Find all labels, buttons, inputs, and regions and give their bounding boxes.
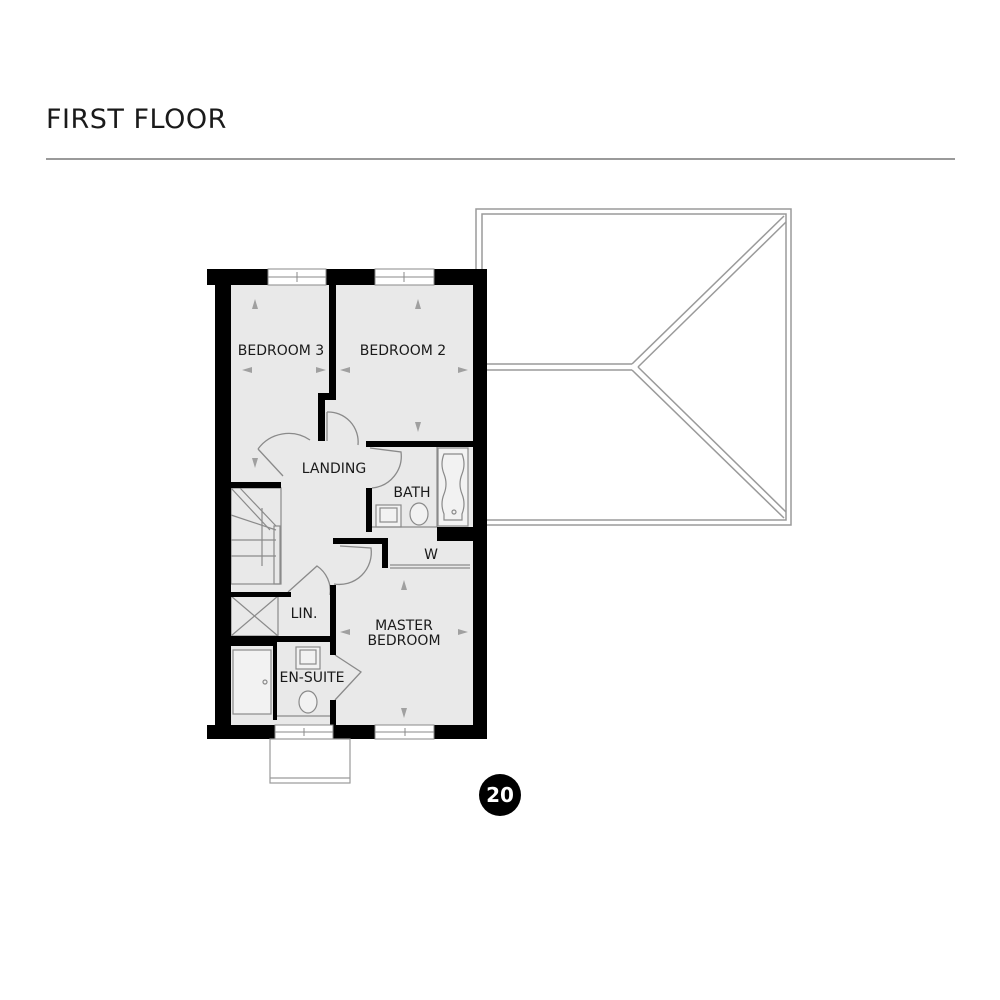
plot-number-badge: 20 — [479, 774, 521, 816]
doors — [257, 411, 402, 701]
room-label-master-2: BEDROOM — [367, 633, 440, 649]
porch-canopy — [269, 738, 351, 784]
room-label-linen: LIN. — [291, 606, 318, 622]
floor-title: FIRST FLOOR — [46, 104, 227, 135]
room-label-en-suite: EN-SUITE — [279, 670, 344, 686]
title-divider — [46, 158, 955, 160]
room-label-bedroom-3: BEDROOM 3 — [238, 343, 324, 359]
windows — [267, 268, 435, 740]
room-label-bath: BATH — [393, 485, 430, 501]
room-label-wardrobe: W — [424, 547, 438, 563]
walls — [207, 269, 487, 739]
fixtures — [230, 447, 470, 717]
room-label-bedroom-2: BEDROOM 2 — [360, 343, 446, 359]
roof-outline — [475, 208, 792, 526]
room-label-master-1: MASTER — [375, 618, 433, 634]
room-label-landing: LANDING — [302, 461, 366, 477]
dimension-arrows — [242, 299, 468, 718]
